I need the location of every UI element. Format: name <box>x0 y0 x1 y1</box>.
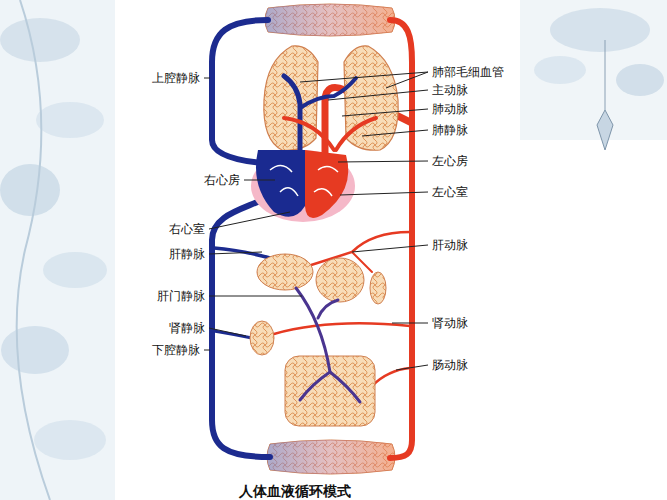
heart <box>256 150 305 217</box>
heart <box>305 150 348 218</box>
leader-lines <box>204 72 428 370</box>
pulmonary-vessels <box>284 76 300 150</box>
pulmonary-vessels <box>284 118 334 150</box>
organs <box>250 254 386 426</box>
organs <box>250 321 274 355</box>
leader-lines <box>209 328 246 336</box>
decoration <box>43 252 107 288</box>
decoration <box>34 420 106 460</box>
part-label: 肺静脉 <box>432 123 468 137</box>
leader-lines <box>338 161 428 162</box>
leader-lines <box>204 78 210 79</box>
heart <box>251 150 355 222</box>
pulmonary-vessels <box>300 78 356 108</box>
capillary-beds <box>267 440 395 474</box>
leader-lines <box>209 252 262 254</box>
decoration <box>550 8 650 52</box>
decoration <box>616 64 664 96</box>
systemic-artery <box>274 323 410 334</box>
systemic-artery <box>308 232 410 266</box>
decoration <box>0 0 115 500</box>
decoration <box>605 40 606 110</box>
capillary-beds <box>265 4 395 36</box>
systemic-vein <box>212 20 268 163</box>
decoration <box>0 164 60 216</box>
organs <box>370 272 386 304</box>
systemic-vein <box>214 331 252 338</box>
part-label: 肺部毛细血管 <box>432 65 504 79</box>
part-label: 右心室 <box>169 222 205 236</box>
leader-lines <box>244 180 275 181</box>
part-label: 肺动脉 <box>432 102 468 116</box>
leader-lines <box>340 192 428 195</box>
portal-vein <box>296 288 360 402</box>
portal-vein <box>318 300 338 318</box>
part-label: 肾动脉 <box>432 316 468 330</box>
decoration <box>0 18 80 62</box>
lungs <box>264 46 318 150</box>
leader-lines <box>300 72 428 82</box>
capillary-beds <box>265 4 395 36</box>
part-label: 右心房 <box>204 173 240 187</box>
portal-vein <box>296 288 330 372</box>
part-label: 肝动脉 <box>432 238 468 252</box>
leader-lines <box>352 245 428 252</box>
leader-lines <box>392 323 428 324</box>
part-label: 左心室 <box>432 185 468 199</box>
organs <box>316 258 364 302</box>
part-label: 肠动脉 <box>432 358 468 372</box>
leader-lines <box>204 350 210 351</box>
part-label: 左心房 <box>432 154 468 168</box>
leader-lines <box>396 365 428 370</box>
heart <box>270 165 338 196</box>
portal-vein <box>300 372 360 402</box>
part-label: 下腔静脉 <box>152 343 200 357</box>
decoration <box>520 0 667 140</box>
decoration <box>17 0 50 500</box>
figure-caption: 人体血液循环模式 <box>239 483 351 499</box>
leader-lines <box>342 109 428 116</box>
part-label: 肾静脉 <box>169 321 205 335</box>
part-label: 肝门静脉 <box>157 289 205 303</box>
part-label: 主动脉 <box>432 83 468 97</box>
decoration <box>534 56 586 84</box>
part-label: 上腔静脉 <box>152 71 200 85</box>
leader-lines <box>362 130 428 136</box>
pulmonary-vessels <box>336 118 376 150</box>
systemic-artery <box>372 368 410 386</box>
pulmonary-vessels <box>284 76 376 150</box>
organs <box>257 254 313 290</box>
leader-lines <box>328 90 428 100</box>
leader-lines <box>209 296 302 297</box>
heart <box>251 150 355 222</box>
part-label: 肝静脉 <box>169 247 205 261</box>
decoration <box>36 102 104 138</box>
capillary-beds <box>267 440 395 474</box>
decoration <box>1 326 69 374</box>
systemic-vein <box>212 20 270 457</box>
decoration <box>597 110 613 150</box>
leader-lines <box>209 212 290 229</box>
